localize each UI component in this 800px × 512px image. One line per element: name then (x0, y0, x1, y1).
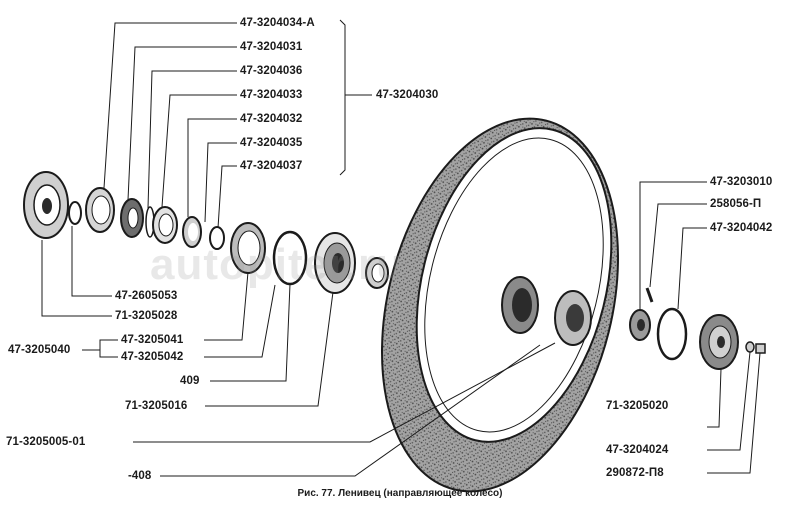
ball-bearing-part (314, 232, 356, 294)
label-47-3204042: 47-3204042 (710, 222, 773, 234)
label-47-3204032: 47-3204032 (240, 113, 303, 125)
label-47-3205041: 47-3205041 (121, 334, 184, 346)
label-47-3204035: 47-3204035 (240, 137, 303, 149)
lock-ring-part (68, 201, 82, 225)
small-ring-part (209, 226, 225, 250)
label-71-3205016: 71-3205016 (125, 400, 188, 412)
label-47-3204033: 47-3204033 (240, 89, 303, 101)
label-71-3205020: 71-3205020 (606, 400, 669, 412)
label-47-3204031: 47-3204031 (240, 41, 303, 53)
idler-wheel (381, 117, 619, 493)
figure-caption: Рис. 77. Ленивец (направляющее колесо) (297, 488, 503, 499)
label-47-3204036: 47-3204036 (240, 65, 303, 77)
label-408: -408 (128, 470, 152, 482)
axle-nut-part (629, 309, 651, 341)
labyrinth-ring-part (120, 198, 144, 238)
label-47-3203010: 47-3203010 (710, 176, 773, 188)
label-290872-p8: 290872-П8 (606, 467, 664, 479)
outer-cap-part (23, 171, 69, 239)
label-409: 409 (180, 375, 200, 387)
washer-part (182, 216, 202, 248)
cover-gasket-part (656, 307, 688, 361)
label-assembly-47-3204030: 47-3204030 (376, 89, 439, 101)
hub-cap-part (699, 314, 739, 370)
label-47-3205040: 47-3205040 (8, 344, 71, 356)
leader-lines (41, 19, 761, 477)
label-71-3205005-01: 71-3205005-01 (6, 436, 86, 448)
label-71-3205028: 71-3205028 (115, 310, 178, 322)
label-47-3205042: 47-3205042 (121, 351, 184, 363)
seal-ring-part (152, 206, 178, 244)
cap-bolt-part (745, 341, 766, 354)
label-47-2605053: 47-2605053 (115, 290, 178, 302)
bushing-part (365, 257, 389, 289)
label-47-3204024: 47-3204024 (606, 444, 669, 456)
seal-housing-part (85, 187, 115, 233)
label-47-3204037: 47-3204037 (240, 160, 303, 172)
cup-seal-part (230, 222, 266, 274)
label-258056-p: 258056-П (710, 198, 762, 210)
label-47-3204034-a: 47-3204034-А (240, 17, 315, 29)
watermark-text: autopiter.ru (150, 240, 405, 289)
cotter-pin-part (645, 287, 654, 303)
